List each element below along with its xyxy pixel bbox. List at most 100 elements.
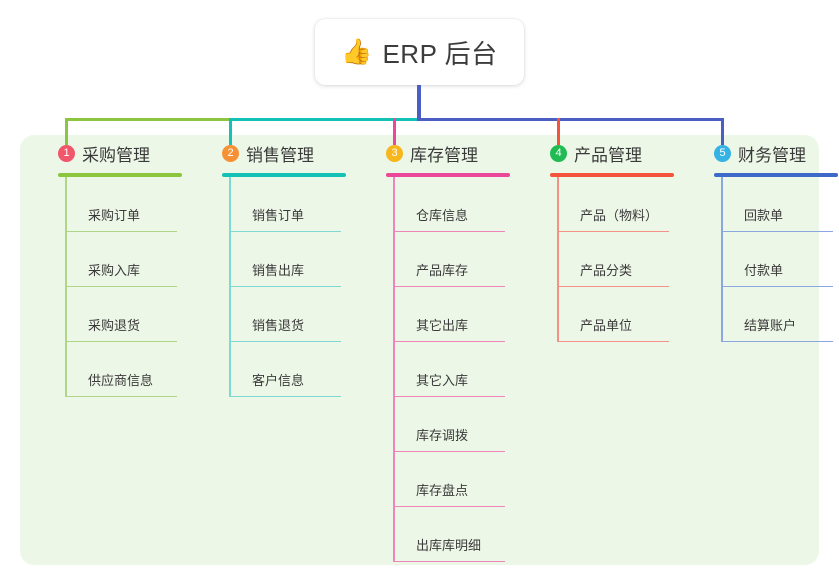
number-badge-5: 5 — [714, 144, 731, 162]
root-trunk — [417, 85, 421, 120]
list-item-label: 销售出库 — [252, 263, 305, 278]
list-item-label: 客户信息 — [252, 373, 305, 388]
list-item[interactable]: 采购退货 — [65, 287, 177, 342]
list-item-underline — [229, 396, 341, 397]
column-title-procurement: 采购管理 — [82, 145, 150, 165]
column-inventory: 3 库存管理仓库信息产品库存其它出库其它入库库存调拨库存盘点出库库明细 — [364, 140, 524, 562]
list-item-underline — [721, 341, 833, 342]
column-finance: 5 财务管理回款单付款单结算账户 — [692, 140, 839, 342]
list-item-underline — [229, 231, 341, 232]
list-item-underline — [721, 286, 833, 287]
list-item[interactable]: 库存盘点 — [393, 452, 505, 507]
connector-drop-procurement — [65, 118, 68, 145]
list-item-underline — [65, 286, 177, 287]
list-item-underline — [65, 341, 177, 342]
list-item-label: 销售退货 — [252, 318, 305, 333]
list-item-label: 付款单 — [744, 263, 784, 278]
bus-segment-2 — [229, 118, 419, 121]
column-underline-finance — [714, 173, 838, 177]
column-underline-procurement — [58, 173, 182, 177]
list-item-underline — [229, 341, 341, 342]
connector-drop-finance — [721, 118, 724, 145]
list-item[interactable]: 其它入库 — [393, 342, 505, 397]
list-item-label: 产品库存 — [416, 263, 469, 278]
diagram-panel — [20, 135, 819, 565]
list-item-underline — [393, 396, 505, 397]
list-item[interactable]: 产品单位 — [557, 287, 669, 342]
number-badge-2: 2 — [222, 144, 239, 162]
list-item-label: 库存盘点 — [416, 483, 469, 498]
root-title: ERP 后台 — [382, 38, 498, 69]
column-header-sales[interactable]: 2 销售管理 — [200, 140, 360, 166]
list-item-label: 采购退货 — [88, 318, 141, 333]
column-spine-sales — [229, 177, 231, 397]
list-item[interactable]: 回款单 — [721, 177, 833, 232]
list-item-label: 结算账户 — [744, 318, 797, 333]
root-node[interactable]: 👍 ERP 后台 — [315, 19, 524, 85]
list-item[interactable]: 销售退货 — [229, 287, 341, 342]
list-item-underline — [65, 231, 177, 232]
list-item-underline — [393, 341, 505, 342]
column-spine-procurement — [65, 177, 67, 397]
list-item[interactable]: 销售订单 — [229, 177, 341, 232]
list-item[interactable]: 产品分类 — [557, 232, 669, 287]
column-underline-inventory — [386, 173, 510, 177]
connector-drop-sales — [229, 118, 232, 145]
list-item-underline — [65, 396, 177, 397]
list-item[interactable]: 出库库明细 — [393, 507, 505, 562]
list-item-label: 采购订单 — [88, 208, 141, 223]
list-item-underline — [393, 231, 505, 232]
list-item-label: 产品分类 — [580, 263, 633, 278]
bus-segment-1 — [65, 118, 229, 121]
list-item[interactable]: 库存调拨 — [393, 397, 505, 452]
list-item[interactable]: 其它出库 — [393, 287, 505, 342]
list-item-label: 产品单位 — [580, 318, 633, 333]
list-item[interactable]: 产品库存 — [393, 232, 505, 287]
column-procurement: 1 采购管理采购订单采购入库采购退货供应商信息 — [36, 140, 196, 397]
column-header-procurement[interactable]: 1 采购管理 — [36, 140, 196, 166]
list-item-underline — [393, 561, 505, 562]
column-spine-finance — [721, 177, 723, 342]
list-item[interactable]: 结算账户 — [721, 287, 833, 342]
number-badge-1: 1 — [58, 144, 75, 162]
list-item-label: 出库库明细 — [416, 538, 482, 553]
column-spine-product — [557, 177, 559, 342]
number-badge-3: 3 — [386, 144, 403, 162]
list-item-label: 其它入库 — [416, 373, 469, 388]
list-item-underline — [557, 231, 669, 232]
list-item[interactable]: 产品（物料） — [557, 177, 669, 232]
column-header-inventory[interactable]: 3 库存管理 — [364, 140, 524, 166]
list-item-label: 仓库信息 — [416, 208, 469, 223]
bus-segment-3 — [417, 118, 724, 121]
list-item[interactable]: 供应商信息 — [65, 342, 177, 397]
column-title-inventory: 库存管理 — [410, 145, 478, 165]
list-item-label: 产品（物料） — [580, 208, 659, 223]
column-title-finance: 财务管理 — [738, 145, 806, 165]
column-underline-sales — [222, 173, 346, 177]
column-header-finance[interactable]: 5 财务管理 — [692, 140, 839, 166]
list-item-label: 其它出库 — [416, 318, 469, 333]
list-item-label: 回款单 — [744, 208, 784, 223]
list-item-label: 采购入库 — [88, 263, 141, 278]
list-item-underline — [393, 286, 505, 287]
list-item-label: 供应商信息 — [88, 373, 154, 388]
list-item[interactable]: 采购入库 — [65, 232, 177, 287]
number-badge-4: 4 — [550, 144, 567, 162]
list-item[interactable]: 付款单 — [721, 232, 833, 287]
list-item[interactable]: 销售出库 — [229, 232, 341, 287]
connector-drop-inventory — [393, 118, 396, 145]
list-item-underline — [557, 341, 669, 342]
list-item-underline — [229, 286, 341, 287]
list-item[interactable]: 仓库信息 — [393, 177, 505, 232]
list-item[interactable]: 客户信息 — [229, 342, 341, 397]
list-item[interactable]: 采购订单 — [65, 177, 177, 232]
column-title-sales: 销售管理 — [246, 145, 314, 165]
connector-drop-product — [557, 118, 560, 145]
list-item-underline — [721, 231, 833, 232]
list-item-label: 库存调拨 — [416, 428, 469, 443]
column-sales: 2 销售管理销售订单销售出库销售退货客户信息 — [200, 140, 360, 397]
list-item-label: 销售订单 — [252, 208, 305, 223]
